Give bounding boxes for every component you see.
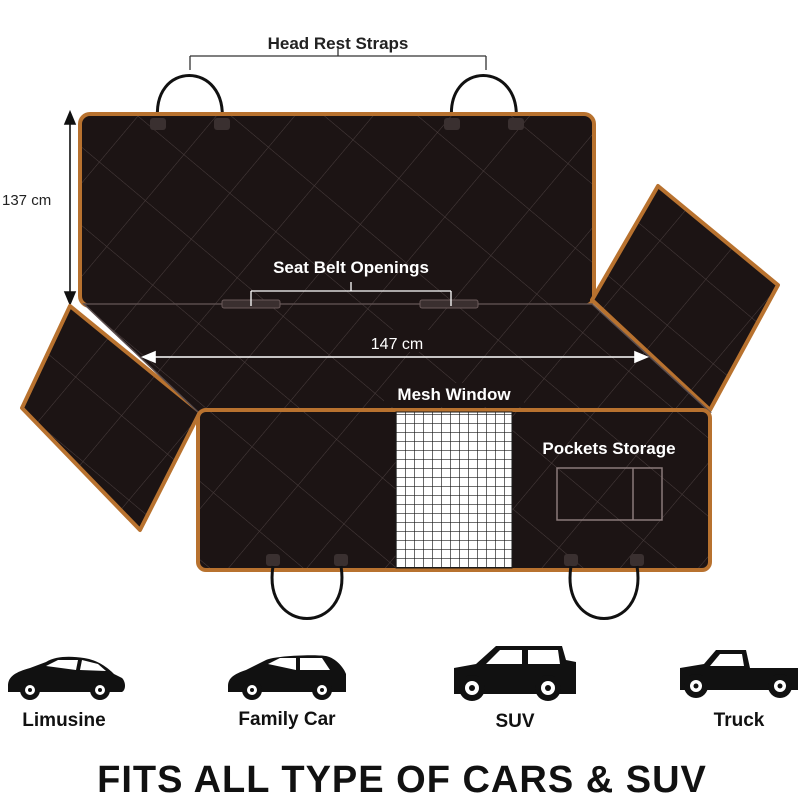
- seat-belt-openings-label: Seat Belt Openings: [273, 258, 429, 277]
- sedan-icon: [8, 656, 125, 700]
- suv-icon: [454, 646, 576, 701]
- mesh-window: [395, 411, 513, 569]
- pockets-storage-label: Pockets Storage: [542, 439, 675, 458]
- strap-anchors-top: [150, 118, 524, 130]
- footer-tagline: FITS ALL TYPE OF CARS & SUV: [97, 759, 707, 800]
- head-rest-straps-label: Head Rest Straps: [268, 34, 409, 53]
- height-label: 137 cm: [2, 192, 51, 209]
- vehicle-name-limusine: Limusine: [22, 710, 105, 731]
- bottom-straps: [270, 565, 640, 620]
- height-dimension: [63, 109, 77, 307]
- vehicle-name-truck: Truck: [714, 710, 765, 731]
- station-wagon-icon: [228, 655, 346, 700]
- pickup-truck-icon: [680, 650, 798, 698]
- right-side-flap: [590, 184, 780, 412]
- vehicle-name-suv: SUV: [495, 711, 534, 732]
- strap-anchors-bottom: [266, 554, 644, 566]
- left-side-flap: [20, 304, 202, 532]
- width-dimension: [140, 350, 650, 364]
- width-label: 147 cm: [371, 336, 423, 353]
- head-rest-straps-callout: [189, 46, 487, 70]
- vehicle-name-family-car: Family Car: [238, 709, 336, 730]
- storage-pocket: [556, 467, 663, 521]
- mesh-window-label: Mesh Window: [397, 385, 511, 404]
- backrest-panel: [78, 112, 596, 308]
- head-rest-strap-left: [155, 74, 518, 123]
- seat-belt-callout: [250, 282, 452, 306]
